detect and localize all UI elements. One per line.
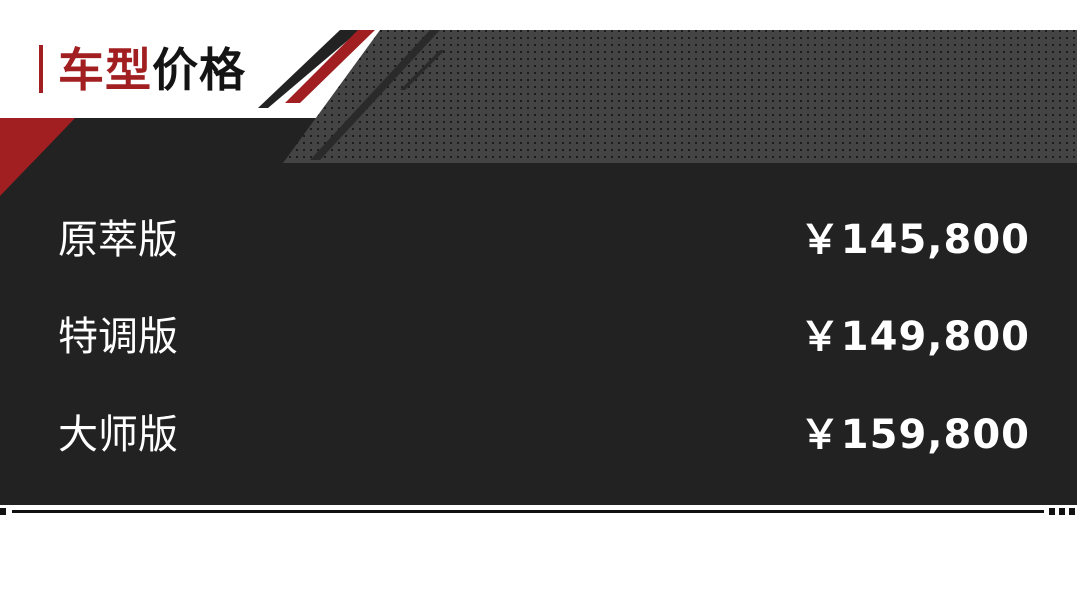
model-price: ￥145,800: [799, 217, 1030, 263]
model-name: 原萃版: [58, 217, 178, 263]
model-name: 特调版: [58, 314, 178, 360]
divider-end-mark: [0, 508, 6, 515]
price-row: 原萃版 ￥145,800: [58, 210, 1030, 270]
dotted-header-band: [283, 30, 1077, 163]
model-price: ￥149,800: [799, 314, 1030, 360]
bottom-divider: [12, 510, 1044, 513]
red-accent-stripe: [285, 30, 375, 103]
price-row: 特调版 ￥149,800: [58, 307, 1030, 367]
title-red-part: 车型: [58, 43, 152, 97]
price-row: 大师版 ￥159,800: [58, 405, 1030, 465]
page-title: 车型价格: [58, 40, 246, 100]
title-marker: [39, 45, 43, 93]
model-name: 大师版: [58, 412, 178, 458]
model-price: ￥159,800: [799, 412, 1030, 458]
title-dark-part: 价格: [152, 43, 246, 97]
